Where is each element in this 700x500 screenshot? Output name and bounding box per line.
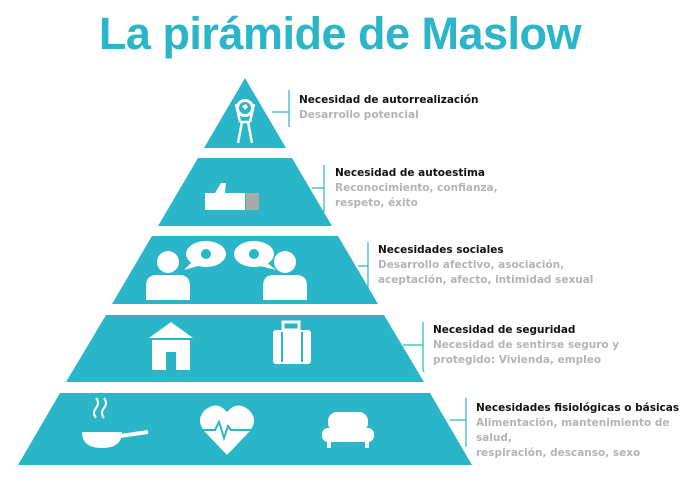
level-heading: Necesidad de seguridad [433, 324, 576, 336]
house-icon [149, 322, 193, 370]
thumbs-up-icon [205, 183, 259, 210]
level-description: Necesidad de sentirse seguro y [433, 339, 620, 351]
level-4-label: Necesidad de seguridad Necesidad de sent… [433, 323, 619, 368]
level-5-label: Necesidades fisiológicas o básicas Alime… [476, 401, 700, 461]
level-description: Desarrollo afectivo, asociación, [378, 259, 565, 271]
person-icon [146, 251, 190, 300]
level-description: protegido: Vivienda, empleo [433, 354, 602, 366]
connector-level-3 [358, 242, 369, 287]
pyramid-level-4 [66, 315, 424, 382]
level-description: respiración, descanso, sexo [476, 447, 641, 459]
pyramid-level-2 [158, 158, 332, 226]
level-heading: Necesidad de autoestima [335, 167, 485, 179]
level-2-label: Necesidad de autoestima Reconocimiento, … [335, 166, 498, 211]
level-heading: Necesidades sociales [378, 244, 504, 256]
level-description: Reconocimiento, confianza, [335, 182, 498, 194]
page-title: La pirámide de Maslow [98, 8, 582, 59]
briefcase-icon [273, 320, 311, 364]
speech-bubble-icon [184, 241, 226, 270]
person-icon [263, 251, 307, 300]
level-description: Desarrollo potencial [299, 109, 419, 121]
sofa-icon [322, 412, 374, 448]
level-description: aceptación, afecto, intimidad sexual [378, 274, 594, 286]
level-description: Alimentación, mantenimiento de salud, [476, 417, 670, 444]
level-1-label: Necesidad de autorrealización Desarrollo… [299, 93, 478, 123]
connector-level-4 [403, 322, 424, 372]
person-holding-globe-icon [234, 99, 256, 144]
heartbeat-icon [200, 405, 254, 455]
frying-pan-icon [82, 397, 149, 448]
connector-level-2 [312, 165, 325, 212]
speech-bubble-icon [234, 241, 276, 270]
level-heading: Necesidad de autorrealización [299, 94, 479, 106]
level-heading: Necesidades fisiológicas o básicas [476, 402, 680, 414]
level-description: respeto, éxito [335, 197, 418, 209]
level-3-label: Necesidades sociales Desarrollo afectivo… [378, 243, 593, 288]
connector-level-5 [450, 398, 467, 447]
connector-level-1 [272, 90, 290, 127]
